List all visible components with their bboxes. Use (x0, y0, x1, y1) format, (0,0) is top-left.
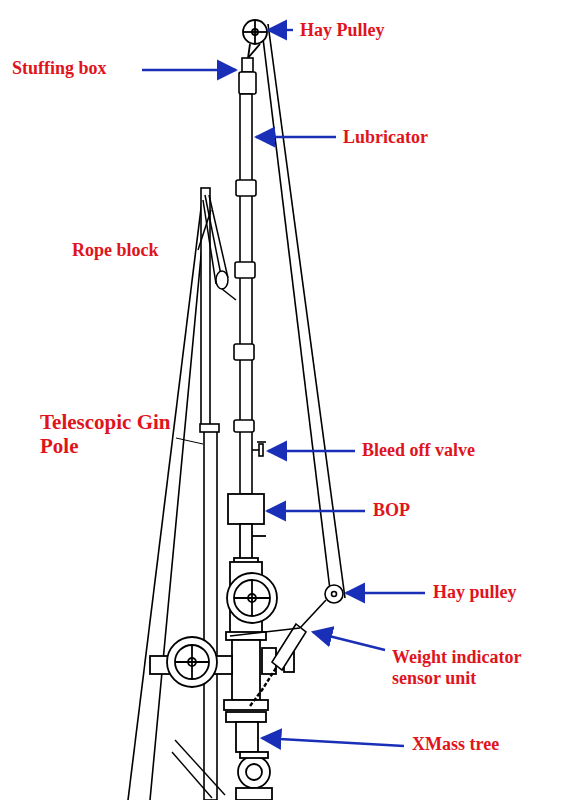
hay-pulley-top-part (243, 20, 267, 44)
leader-lines (176, 438, 203, 444)
part-label: Stuffing box (12, 58, 107, 79)
bleed-off-valve-part (259, 444, 263, 456)
stuffing-box-part (239, 72, 256, 94)
lubricator-part (234, 344, 254, 360)
xmas-tree-part (246, 764, 262, 780)
hay-pulley-bottom (300, 585, 343, 628)
part-label: Weight indicator sensor unit (392, 647, 562, 688)
xmas-tree-part (236, 788, 272, 800)
xmas-tree-part (234, 580, 270, 616)
rope-block-part (198, 210, 211, 250)
gin-pole-part (201, 188, 210, 428)
part-label: Bleed off valve (362, 440, 475, 461)
callout-arrows-part (256, 136, 336, 138)
ground-tools-part (172, 752, 212, 798)
xmas-tree (150, 562, 294, 800)
callout-arrows-part (346, 592, 425, 594)
hay-pulley-top-part (248, 44, 260, 58)
xmas-tree-part (227, 573, 277, 623)
xmas-tree-part (236, 722, 258, 752)
xmas-tree-part (224, 700, 268, 710)
callout-arrows-part (262, 738, 404, 746)
guy-lines-part (262, 30, 330, 590)
guy-lines-part (150, 192, 207, 800)
xmas-tree-part (226, 712, 266, 722)
rope-block-part (216, 271, 228, 289)
lubricator-part (236, 180, 256, 196)
hay-pulley-bottom-part (332, 592, 337, 597)
hay-pulley-top-part (243, 31, 267, 33)
ground-tools-part (175, 740, 225, 795)
stuffing-box (239, 58, 256, 94)
xmas-tree-part (251, 580, 253, 616)
bleed-off-valve (252, 442, 266, 456)
part-label: BOP (373, 500, 410, 521)
part-label: XMass tree (412, 734, 499, 755)
rope-block (198, 195, 236, 300)
pulley-label: Hay Pulley (300, 20, 385, 41)
hay-pulley-bottom-part (325, 585, 343, 603)
pulley-label: Hay pulley (433, 582, 517, 603)
gin-pole-part (204, 428, 217, 800)
bop-part (228, 494, 264, 524)
stuffing-box-part (242, 58, 253, 72)
callout-arrows-part (142, 69, 236, 71)
lubricator-part (235, 262, 255, 278)
rope-block-part (222, 289, 236, 300)
callout-arrows-part (267, 510, 365, 512)
xmas-tree-part (240, 752, 268, 758)
bop-part (252, 535, 266, 537)
leader-lines-part (176, 438, 203, 444)
lubricator-part (234, 420, 254, 432)
callout-arrows-part (268, 29, 293, 31)
hay-pulley-top (243, 20, 267, 58)
bleed-off-valve-part (257, 441, 266, 443)
xmas-tree-part (238, 756, 270, 788)
callout-arrows-part (268, 450, 355, 452)
xmas-tree-part (175, 645, 209, 679)
weight-indicator-sensor (230, 624, 306, 706)
rope-block-part (209, 195, 228, 278)
ground-tools (172, 740, 225, 798)
weight-indicator-sensor-part (230, 628, 300, 636)
xmas-tree-part (232, 640, 260, 700)
part-label: Rope block (72, 240, 159, 261)
hay-pulley-bottom-part (300, 600, 326, 628)
lubricator (234, 94, 256, 494)
part-label: Lubricator (343, 127, 428, 148)
callout-arrows-part (313, 632, 385, 650)
xmas-tree-part (167, 637, 217, 687)
lubricator-part (240, 94, 252, 494)
bop (228, 494, 266, 564)
guy-lines-part (128, 192, 203, 800)
bop-part (240, 524, 252, 560)
xmas-tree-part (191, 645, 193, 679)
gin-pole-part (200, 424, 219, 432)
weight-indicator-sensor-part (250, 668, 276, 706)
part-label: Telescopic Gin Pole (40, 410, 176, 458)
